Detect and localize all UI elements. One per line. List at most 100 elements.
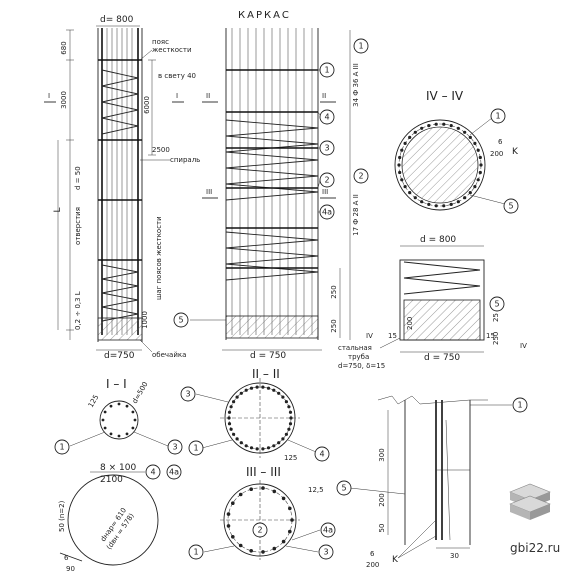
rebar-dot	[287, 427, 291, 431]
center-vertical-bars	[231, 28, 313, 335]
right-bottom-detail: 1 300 200 50 5 30 6 200 K	[336, 395, 528, 569]
section-ii-bars	[227, 385, 293, 451]
callout-4a-ring: 4а	[169, 468, 179, 477]
rebar-dot	[476, 148, 480, 152]
section-ii: II – II 125 3 1 4	[180, 367, 330, 462]
pipe-spec: d=750, δ=15	[338, 362, 385, 370]
section-i-title: I – I	[106, 377, 127, 391]
callout-4-a: 4	[324, 113, 329, 122]
right-dim-200b: 200	[366, 561, 379, 569]
rebar-dot	[229, 405, 233, 409]
rebar-dot	[261, 447, 265, 451]
rebar-dot	[413, 196, 417, 200]
callout-4-ring: 4	[150, 468, 155, 477]
rebar-dot	[117, 434, 121, 438]
rebar-dot	[456, 126, 460, 130]
callout-5-a: 5	[178, 316, 183, 325]
callout-5-bottom: 5	[494, 300, 499, 309]
section-ii-dim: 125	[284, 454, 297, 462]
left-dim-2500: 2500	[152, 146, 170, 154]
rebar-dot	[249, 446, 254, 450]
rebar-dot	[272, 388, 276, 392]
left-label-pitch: шаг поясов жесткости	[155, 216, 163, 300]
rebar-dot	[398, 170, 402, 175]
section-iv-dim-200: 200	[490, 150, 503, 158]
callout-3-i: 3	[172, 443, 177, 452]
rebar-dot	[281, 437, 285, 441]
section-iii-dim: 12,5	[308, 486, 324, 494]
bottom-detail-dim-200: 200	[406, 317, 414, 330]
rebar-dot	[232, 400, 236, 404]
ring-spec-1: 8 × 100	[100, 463, 136, 473]
rebar-dot	[231, 535, 235, 539]
rebar-dot	[261, 385, 265, 389]
ring-dim-90: 90	[66, 565, 75, 573]
section-i-dim-125: 125	[87, 393, 101, 409]
callout-1-b: 1	[358, 42, 363, 51]
rebar-dot	[255, 385, 259, 389]
rebar-dot	[281, 539, 286, 544]
left-dim-6000: 6000	[143, 96, 151, 114]
rebar-dot	[255, 447, 259, 451]
rebar-dot	[420, 126, 424, 130]
rebar-dot	[261, 550, 265, 554]
rebar-dot	[232, 432, 236, 436]
rebar-dot	[427, 124, 431, 128]
rebar-dot	[238, 492, 243, 497]
left-shell	[97, 317, 143, 341]
rebar-spec-1: 34 Ф 36 А III	[352, 63, 360, 107]
rebar-dot	[125, 404, 129, 408]
rebar-dot	[473, 185, 477, 189]
left-label-range: 0,2 ÷ 0,3 L	[74, 291, 82, 330]
rebar-dot	[226, 512, 231, 516]
left-spiral-lower	[101, 264, 139, 322]
rebar-dot	[272, 546, 277, 551]
rebar-dot	[227, 410, 232, 414]
ring-dim-6: 6	[64, 554, 69, 562]
rebar-dot	[398, 155, 402, 160]
rebar-dot	[227, 416, 231, 420]
left-diameter-bottom: d=750	[104, 351, 135, 361]
callout-1-ii: 1	[193, 444, 198, 453]
rebar-dot	[249, 549, 253, 553]
rebar-dot	[244, 444, 248, 448]
ring-dim-50: 50 (n=2)	[58, 500, 66, 532]
left-label-spiral: спираль	[170, 156, 200, 164]
right-dim-6: 6	[370, 550, 375, 558]
rebar-dot	[468, 135, 472, 139]
rebar-dot	[131, 426, 135, 430]
rebar-dot	[442, 204, 446, 208]
rebar-dot	[272, 489, 277, 494]
rebar-dot	[473, 141, 477, 145]
bottom-detail-dim-15-right: 15	[486, 332, 495, 340]
rebar-dot	[288, 422, 293, 426]
rebar-dot	[400, 178, 404, 182]
rebar-dot	[456, 200, 460, 204]
pipe-label-2: труба	[348, 353, 369, 361]
right-dim-200: 200	[378, 493, 386, 506]
section-i-bars	[101, 402, 137, 438]
pipe-label-1: стальная	[338, 344, 372, 352]
watermark-logo-icon	[509, 483, 551, 520]
ring-detail: 8 × 100 2100 4 4а dнар= 610 (dвн = 578) …	[58, 463, 182, 573]
rebar-dot	[476, 178, 480, 182]
watermark-text: gbi22.ru	[510, 541, 560, 555]
rebar-dot	[403, 185, 407, 189]
rebar-dot	[442, 122, 446, 126]
section-ii-title: II – II	[252, 367, 280, 381]
rebar-dot	[463, 130, 467, 134]
left-label-belt: пояс	[152, 38, 169, 46]
callout-1-iii: 1	[193, 548, 198, 557]
rebar-dot	[244, 388, 248, 392]
section-iv-dim-6: 6	[498, 138, 503, 146]
callout-4-ii: 4	[319, 450, 324, 459]
rebar-dot	[397, 163, 401, 167]
rebar-dot	[109, 432, 113, 436]
callout-3-iii: 3	[323, 548, 328, 557]
left-diameter-top: d= 800	[100, 15, 134, 25]
rebar-dot	[229, 427, 233, 431]
callout-1-i: 1	[59, 443, 64, 452]
rebar-dot	[287, 405, 291, 409]
center-shell	[225, 315, 319, 339]
